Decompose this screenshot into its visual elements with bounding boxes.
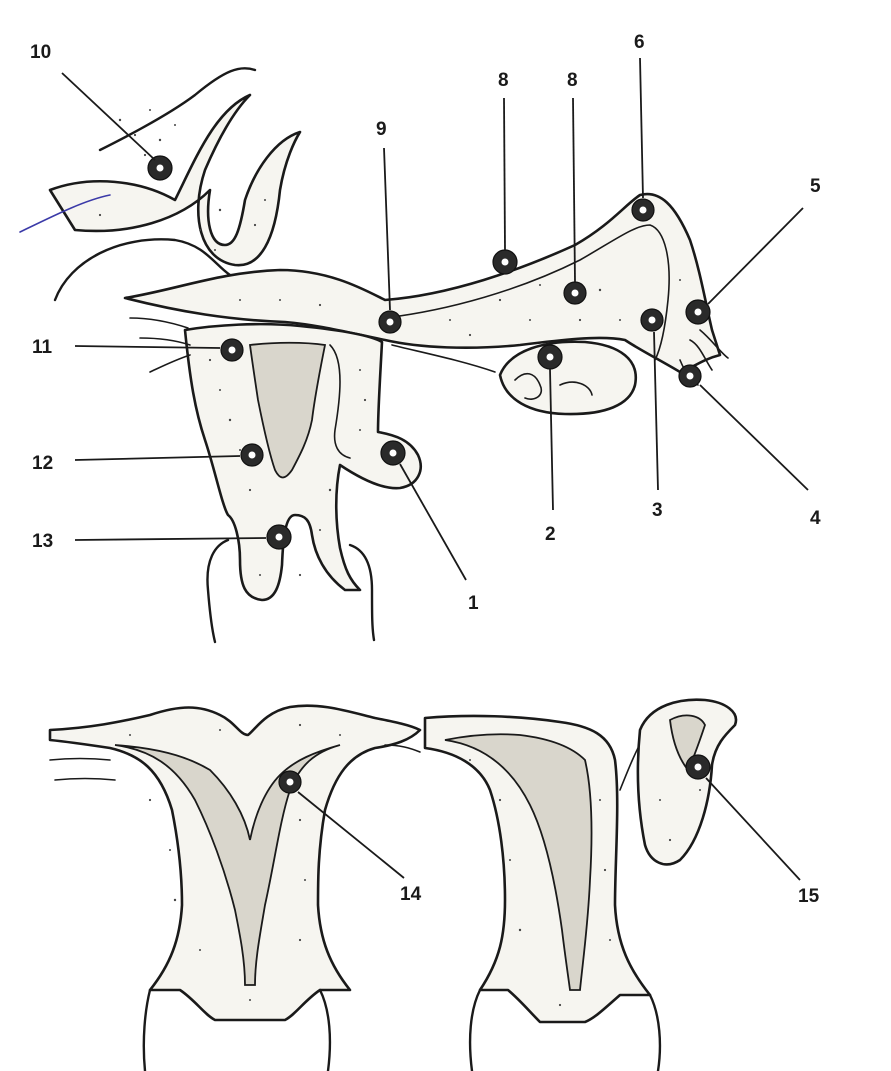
vagina-bl-right <box>320 990 330 1071</box>
uterus-bottom-left <box>50 706 420 1071</box>
label-8b: 8 <box>567 70 578 91</box>
leader-8a <box>504 98 505 250</box>
ligament-stubs-left <box>130 318 190 372</box>
site-12 <box>241 444 263 466</box>
label-4: 4 <box>810 508 821 529</box>
uterus-bottom-right <box>425 700 736 1071</box>
site-10 <box>148 156 172 180</box>
site-2 <box>538 345 562 369</box>
ovary <box>500 342 636 414</box>
vagina-br-right <box>650 995 660 1071</box>
label-14: 14 <box>400 884 422 905</box>
label-8a: 8 <box>498 70 509 91</box>
label-5: 5 <box>810 176 821 197</box>
site-11 <box>221 339 243 361</box>
label-13: 13 <box>32 531 53 552</box>
site-1 <box>381 441 405 465</box>
leader-1 <box>400 464 466 580</box>
tube-stub-bl-left <box>50 759 115 781</box>
vagina-bl-left <box>144 990 150 1071</box>
label-15: 15 <box>798 886 820 907</box>
label-10: 10 <box>30 42 51 63</box>
site-8a <box>493 250 517 274</box>
vaginal-wall-left <box>207 540 228 642</box>
label-9: 9 <box>376 119 387 140</box>
site-14 <box>279 771 301 793</box>
ovarian-ligament <box>392 345 495 372</box>
site-3 <box>641 309 663 331</box>
site-6 <box>632 199 654 221</box>
label-1: 1 <box>468 593 479 614</box>
site-5 <box>686 300 710 324</box>
site-13 <box>267 525 291 549</box>
vaginal-wall-right <box>350 545 374 640</box>
site-15 <box>686 755 710 779</box>
label-11: 11 <box>32 337 53 358</box>
label-3: 3 <box>652 500 663 521</box>
leader-6 <box>640 58 643 198</box>
label-12: 12 <box>32 453 53 474</box>
site-4 <box>679 365 701 387</box>
vagina-br-left <box>470 990 480 1071</box>
leader-4 <box>700 385 808 490</box>
site-8b <box>564 282 586 304</box>
leader-5 <box>708 208 803 304</box>
label-6: 6 <box>634 32 645 53</box>
leader-9 <box>384 148 390 310</box>
site-9 <box>379 311 401 333</box>
label-2: 2 <box>545 524 556 545</box>
leader-15 <box>706 778 800 880</box>
peritoneal-inset <box>20 68 300 300</box>
